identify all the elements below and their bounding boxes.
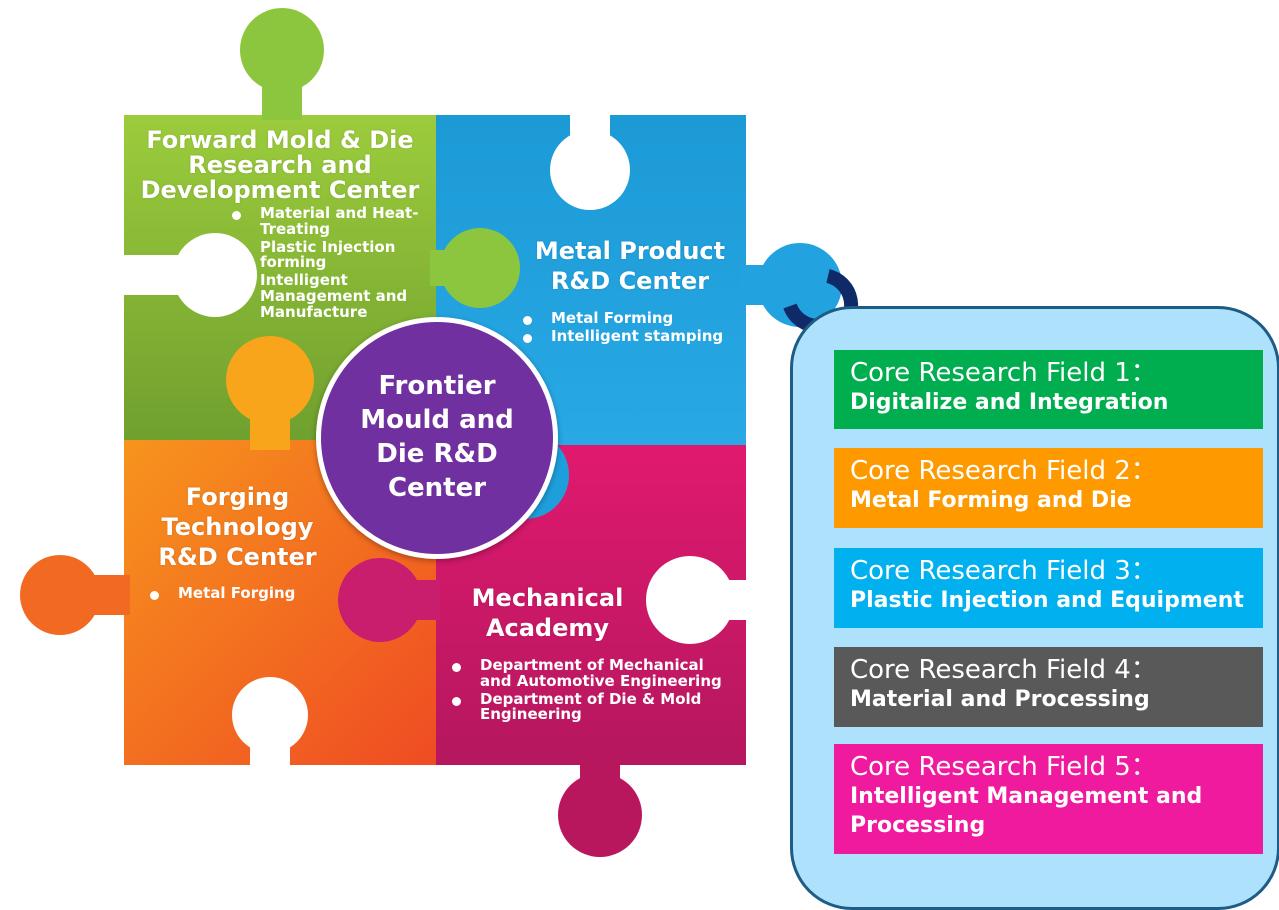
list-item: Intelligent Management and Manufacture [232, 272, 422, 320]
core-field-2: Core Research Field 2： Metal Forming and… [834, 448, 1263, 528]
piece-list-metal-product: Metal Forming Intelligent stamping [523, 310, 743, 347]
field-heading: Core Research Field 1： [850, 358, 1157, 388]
core-field-4: Core Research Field 4： Material and Proc… [834, 647, 1263, 727]
piece-title-forging: Forging Technology R&D Center [158, 483, 317, 571]
piece-title-forward-mold: Forward Mold & Die Research and Developm… [140, 126, 420, 205]
field-heading: Core Research Field 2： [850, 456, 1157, 486]
list-item: Material and Heat-Treating [232, 205, 422, 238]
list-item: Metal Forging [150, 585, 330, 602]
field-subtitle: Intelligent Management and Processing [850, 784, 1203, 838]
piece-pink [338, 431, 746, 857]
list-item: Department of Die & Mold Engineering [452, 691, 727, 724]
field-heading: Core Research Field 3： [850, 556, 1157, 586]
field-heading: Core Research Field 5： [850, 752, 1157, 782]
list-item: Department of Mechanical and Automotive … [452, 657, 727, 690]
core-field-1: Core Research Field 1： Digitalize and In… [834, 350, 1263, 429]
field-subtitle: Metal Forming and Die [850, 488, 1132, 514]
hub-circle: Frontier Mould and Die R&D Center [316, 317, 558, 559]
piece-list-forward-mold: Material and Heat-Treating Plastic Injec… [232, 205, 422, 322]
core-field-3: Core Research Field 3： Plastic Injection… [834, 548, 1263, 628]
list-item: Metal Forming [523, 310, 743, 327]
field-subtitle: Digitalize and Integration [850, 390, 1169, 416]
field-heading: Core Research Field 4： [850, 655, 1157, 685]
list-item: Intelligent stamping [523, 328, 743, 345]
list-item: Plastic Injection forming [232, 239, 422, 272]
piece-title-metal-product: Metal Product R&D Center [534, 237, 726, 295]
piece-title-mechanical-academy: Mechanical Academy [471, 584, 624, 642]
field-subtitle: Material and Processing [850, 687, 1150, 713]
core-field-5: Core Research Field 5： Intelligent Manag… [834, 744, 1263, 854]
piece-list-forging: Metal Forging [150, 585, 330, 604]
field-subtitle: Plastic Injection and Equipment [850, 588, 1244, 614]
piece-list-mechanical-academy: Department of Mechanical and Automotive … [452, 657, 727, 725]
hub-title: Frontier Mould and Die R&D Center [360, 371, 514, 503]
